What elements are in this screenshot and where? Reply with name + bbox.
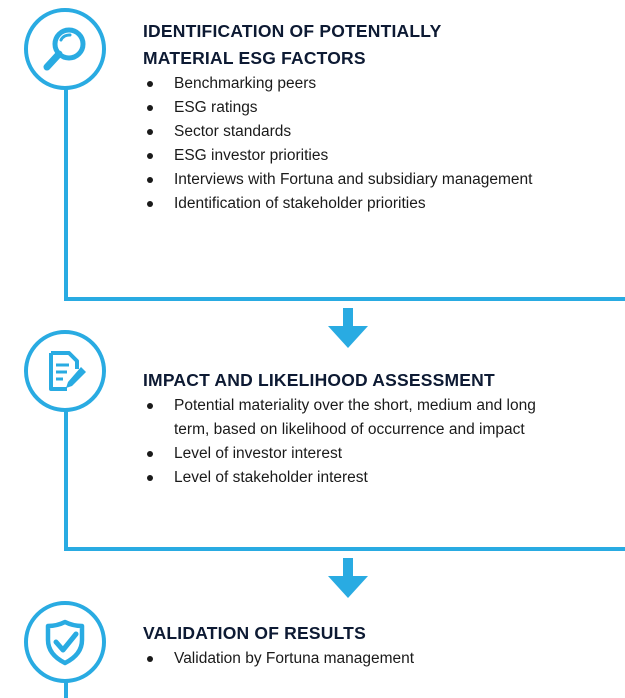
bullet-icon bbox=[147, 177, 153, 183]
step-1-list: Benchmarking peers ESG ratings Sector st… bbox=[143, 72, 613, 216]
connector-line-2-vertical bbox=[64, 406, 68, 551]
down-arrow-icon bbox=[328, 558, 368, 598]
list-item: Interviews with Fortuna and subsidiary m… bbox=[143, 168, 554, 192]
list-item: Level of investor interest bbox=[143, 442, 613, 466]
list-item: Sector standards bbox=[143, 120, 613, 144]
list-item: Potential materiality over the short, me… bbox=[143, 394, 574, 442]
step-3-list: Validation by Fortuna management bbox=[143, 647, 613, 671]
connector-line-1-vertical bbox=[64, 86, 68, 301]
bullet-icon bbox=[147, 105, 153, 111]
bullet-icon bbox=[147, 81, 153, 87]
bullet-icon bbox=[147, 129, 153, 135]
bullet-icon bbox=[147, 451, 153, 457]
list-item: Validation by Fortuna management bbox=[143, 647, 613, 671]
bullet-icon bbox=[147, 403, 153, 409]
step-2-section: IMPACT AND LIKELIHOOD ASSESSMENT Potenti… bbox=[143, 367, 613, 490]
magnifier-icon bbox=[43, 27, 86, 71]
bullet-icon bbox=[147, 475, 153, 481]
step-3-section: VALIDATION OF RESULTS Validation by Fort… bbox=[143, 620, 613, 671]
bullet-icon bbox=[147, 153, 153, 159]
document-pen-icon bbox=[49, 351, 86, 391]
step-2-icon-circle bbox=[24, 330, 106, 412]
bullet-icon bbox=[147, 201, 153, 207]
step-1-section: IDENTIFICATION OF POTENTIALLY MATERIAL E… bbox=[143, 18, 613, 216]
step-1-title-line1: IDENTIFICATION OF POTENTIALLY bbox=[143, 21, 442, 41]
down-arrow-icon bbox=[328, 308, 368, 348]
step-3-icon-circle bbox=[24, 601, 106, 683]
step-1-title-line2: MATERIAL ESG FACTORS bbox=[143, 48, 366, 68]
step-3-title: VALIDATION OF RESULTS bbox=[143, 623, 366, 643]
list-item: Benchmarking peers bbox=[143, 72, 613, 96]
list-item: Identification of stakeholder priorities bbox=[143, 192, 613, 216]
list-item: Level of stakeholder interest bbox=[143, 466, 613, 490]
step-1-title: IDENTIFICATION OF POTENTIALLY MATERIAL E… bbox=[143, 18, 613, 72]
connector-line-2-horizontal bbox=[64, 547, 625, 551]
bullet-icon bbox=[147, 656, 153, 662]
connector-line-1-horizontal bbox=[64, 297, 625, 301]
list-item: ESG ratings bbox=[143, 96, 613, 120]
step-2-title: IMPACT AND LIKELIHOOD ASSESSMENT bbox=[143, 370, 495, 390]
connector-line-3-vertical bbox=[64, 676, 68, 698]
shield-check-icon bbox=[45, 619, 85, 666]
step-2-list: Potential materiality over the short, me… bbox=[143, 394, 613, 490]
list-item: ESG investor priorities bbox=[143, 144, 613, 168]
step-1-icon-circle bbox=[24, 8, 106, 90]
